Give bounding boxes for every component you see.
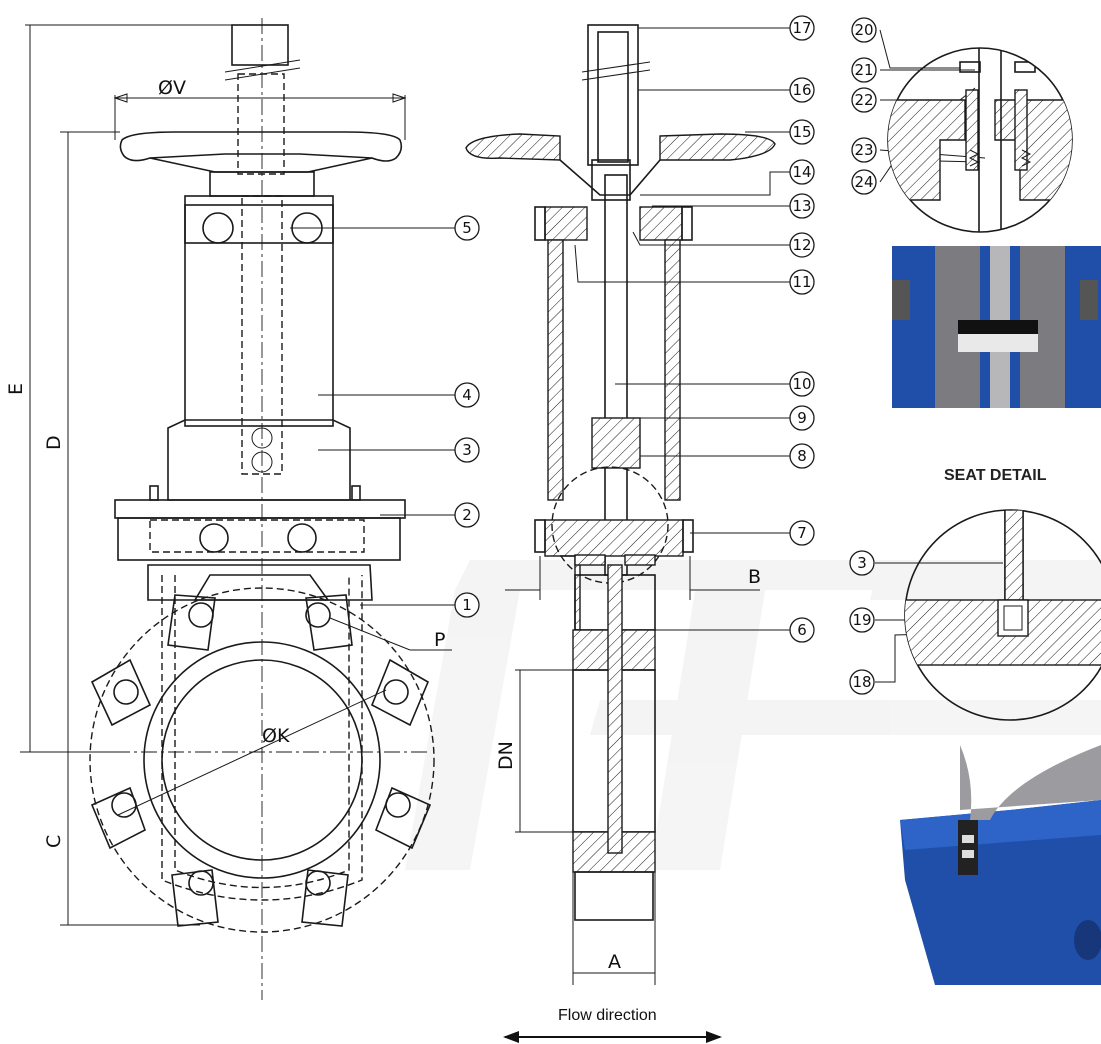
section-view <box>465 24 776 985</box>
svg-text:8: 8 <box>797 447 807 465</box>
gland-3d-render <box>892 246 1101 408</box>
svg-text:3: 3 <box>857 554 867 572</box>
callout-2: 2 <box>454 502 480 528</box>
dim-B: B <box>748 566 761 588</box>
callout-24: 24 <box>851 169 877 195</box>
svg-text:19: 19 <box>852 611 871 629</box>
seat-callout-18: 18 <box>849 669 875 695</box>
dim-V: ØV <box>158 77 186 99</box>
svg-text:17: 17 <box>792 19 811 37</box>
svg-text:4: 4 <box>462 386 472 404</box>
svg-text:22: 22 <box>854 91 873 109</box>
callout-3: 3 <box>454 437 480 463</box>
body-lugs <box>90 594 432 927</box>
svg-text:11: 11 <box>792 273 811 291</box>
svg-text:7: 7 <box>797 524 807 542</box>
svg-text:16: 16 <box>792 81 811 99</box>
callout-16: 16 <box>789 77 815 103</box>
dim-DN: DN <box>495 741 517 770</box>
seat-detail-drawing <box>904 509 1101 721</box>
seat-callout-19: 19 <box>849 607 875 633</box>
dim-D: D <box>43 435 65 450</box>
callout-6: 6 <box>789 617 815 643</box>
gland-packing-detail <box>887 47 1073 233</box>
svg-text:6: 6 <box>797 621 807 639</box>
callout-7: 7 <box>789 520 815 546</box>
callout-17: 17 <box>789 15 815 41</box>
flow-direction-label: Flow direction <box>558 1007 657 1024</box>
svg-text:3: 3 <box>462 441 472 459</box>
svg-text:9: 9 <box>797 409 807 427</box>
svg-text:10: 10 <box>792 375 811 393</box>
callout-20: 20 <box>851 17 877 43</box>
seat-callout-3: 3 <box>849 550 875 576</box>
flow-arrow-icon <box>503 1031 722 1043</box>
callout-10: 10 <box>789 371 815 397</box>
callout-15: 15 <box>789 119 815 145</box>
svg-text:12: 12 <box>792 236 811 254</box>
dim-A: A <box>608 951 621 973</box>
svg-text:15: 15 <box>792 123 811 141</box>
svg-text:2: 2 <box>462 506 472 524</box>
callout-11: 11 <box>789 269 815 295</box>
dim-K: ØK <box>262 725 290 747</box>
callout-9: 9 <box>789 405 815 431</box>
seat-detail-title: SEAT DETAIL <box>944 467 1047 484</box>
dim-C: C <box>43 835 65 848</box>
seat-3d-render <box>900 745 1101 985</box>
svg-text:14: 14 <box>792 163 811 181</box>
svg-text:23: 23 <box>854 141 873 159</box>
svg-text:1: 1 <box>462 596 472 614</box>
callout-23: 23 <box>851 137 877 163</box>
callout-8: 8 <box>789 443 815 469</box>
callout-12: 12 <box>789 232 815 258</box>
svg-text:5: 5 <box>462 219 472 237</box>
callout-21: 21 <box>851 57 877 83</box>
dim-E: E <box>5 383 27 395</box>
callout-1: 1 <box>454 592 480 618</box>
callout-4: 4 <box>454 382 480 408</box>
callout-bubbles: 1 2 3 4 5 6 7 8 9 10 11 12 13 14 15 16 1… <box>454 15 877 695</box>
callout-5: 5 <box>454 215 480 241</box>
svg-text:21: 21 <box>854 61 873 79</box>
dim-P: P <box>434 629 445 651</box>
callout-22: 22 <box>851 87 877 113</box>
svg-text:24: 24 <box>854 173 873 191</box>
svg-text:18: 18 <box>852 673 871 691</box>
svg-text:20: 20 <box>854 21 873 39</box>
front-view <box>20 18 452 1000</box>
svg-text:13: 13 <box>792 197 811 215</box>
callout-14: 14 <box>789 159 815 185</box>
callout-13: 13 <box>789 193 815 219</box>
